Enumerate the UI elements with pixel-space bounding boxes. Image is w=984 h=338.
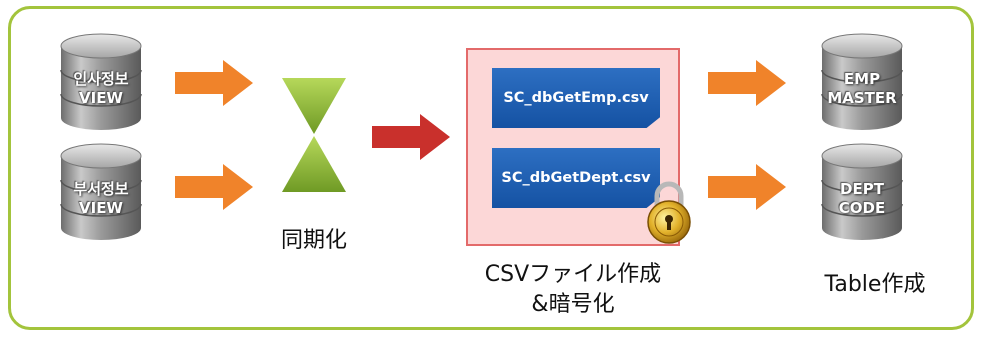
arrow-right-icon [708,60,786,106]
database-icon [60,33,142,130]
database-emp-master: EMP MASTER [816,30,908,134]
file-tag-dept: SC_dbGetDept.csv [492,148,660,208]
arrow-right-icon [708,164,786,210]
arrow-right-icon [372,114,450,160]
hourglass-icon [282,78,346,192]
file-tag-emp: SC_dbGetEmp.csv [492,68,660,128]
db-label-line1: 부서정보 [73,180,129,198]
database-icon [821,143,903,240]
db-label-line1: 인사정보 [73,70,129,88]
arrow-right-icon [175,164,253,210]
arrow-right-icon [175,60,253,106]
sync-caption: 同期化 [280,228,347,253]
db-label-line2: VIEW [79,89,123,107]
database-dept-code: DEPT CODE [816,140,908,244]
db-label-line1: EMP [843,70,881,88]
database-icon [821,33,903,130]
database-icon [60,143,142,240]
csv-panel: SC_dbGetEmp.csv SC_dbGetDept.csv [466,48,680,246]
csv-caption-line1: CSVファイル作成 [484,262,662,287]
db-label-line2: CODE [838,199,886,217]
database-buseo-view: 부서정보 VIEW [55,140,147,244]
padlock-icon [647,181,691,244]
table-caption: Table作成 [824,272,926,297]
db-label-line2: VIEW [79,199,123,217]
database-inji-view: 인사정보 VIEW [55,30,147,134]
csv-caption-line2: &暗号化 [531,292,615,317]
db-label-line2: MASTER [827,89,897,107]
db-label-line1: DEPT [840,180,884,198]
